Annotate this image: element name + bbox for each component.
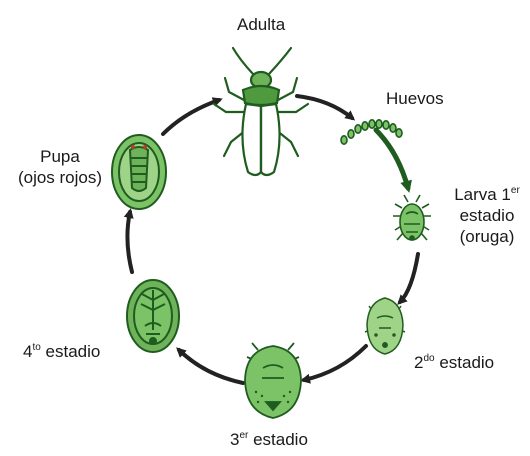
pupa-illustration [111,134,167,210]
label-adult: Adulta [237,15,286,34]
stage4-rest: estadio [40,342,101,361]
stage2-sup: do [423,353,435,364]
cycle-arrows [123,94,420,385]
larva1-line2: estadio [459,206,515,225]
second-instar-illustration [364,297,406,355]
label-eggs: Huevos [386,89,444,108]
third-instar-illustration [244,342,302,419]
pupa-line1: Pupa [40,147,80,166]
stage4-num: 4 [23,342,33,361]
arrow-stage4-to-pupa [123,208,134,274]
label-third-instar: 3er estadio [230,429,308,450]
arrow-stage3-to-stage4 [176,347,245,385]
stage3-rest: estadio [248,430,308,449]
arrow-larva1-to-stage2 [397,252,420,305]
larva1-line1: Larva 1 [454,185,511,204]
label-second-instar: 2do estadio [414,352,494,373]
larva-first-instar-illustration [393,194,431,241]
stage3-num: 3 [230,430,240,449]
eggs-illustration [340,119,403,146]
stage4-sup: to [32,342,41,353]
stage2-rest: estadio [434,353,495,372]
pupa-line2: (ojos rojos) [17,168,103,187]
fourth-instar-illustration [126,279,180,353]
stage3-sup: er [239,430,249,441]
label-larva-first-instar: Larva 1er estadio (oruga) [447,184,527,247]
stage2-num: 2 [414,353,424,372]
larva1-line1-sup: er [510,185,520,196]
arrow-stage2-to-stage3 [300,344,368,384]
adult-insect-illustration [212,46,310,177]
label-fourth-instar: 4to estadio [23,341,100,362]
label-pupa: Pupa (ojos rojos) [5,146,115,188]
arrow-eggs-to-larva1 [373,127,412,193]
arrow-pupa-to-adult [161,97,223,136]
arrow-adult-to-eggs [295,94,356,121]
larva1-line3: (oruga) [459,227,515,246]
